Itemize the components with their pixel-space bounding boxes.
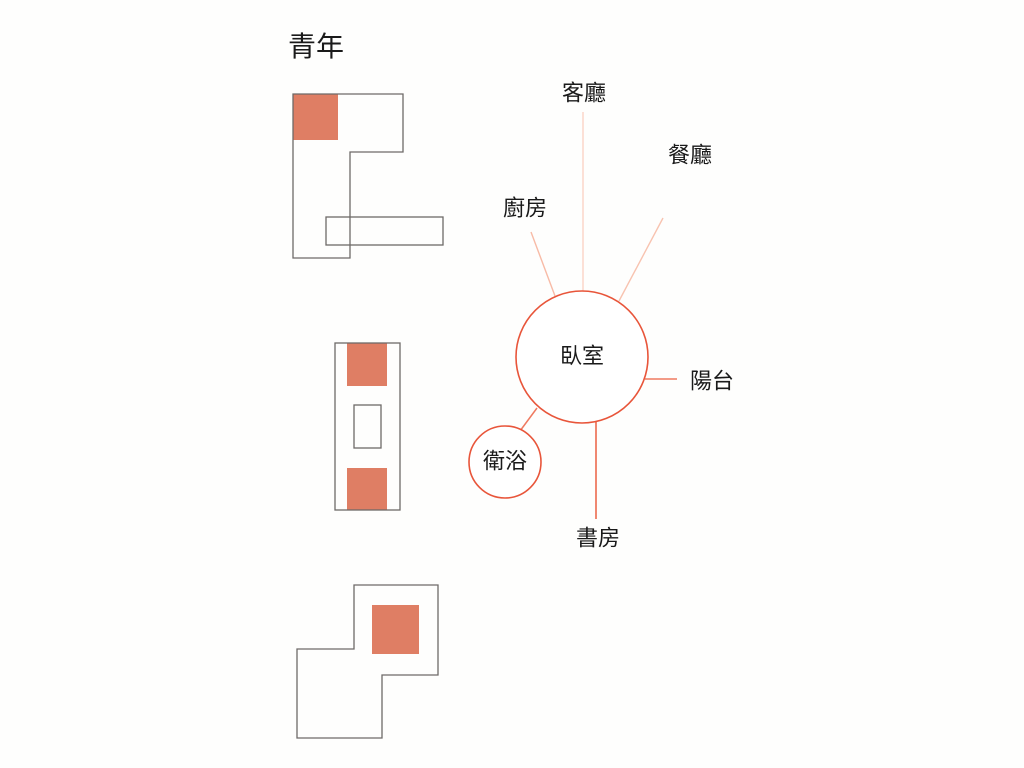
bedroom-node xyxy=(515,290,649,424)
bathroom-node xyxy=(468,425,542,499)
highlight-block-bottom xyxy=(347,468,387,510)
floor-plan-l-shape xyxy=(292,93,444,259)
plan-inner-rect xyxy=(325,216,444,246)
highlight-block xyxy=(293,94,338,140)
kitchen-label: 廚房 xyxy=(503,197,547,222)
floor-plan-stepped xyxy=(296,584,439,739)
plan-inner-rect xyxy=(353,404,382,449)
highlight-block xyxy=(372,605,419,654)
study-label: 書房 xyxy=(576,527,620,552)
plan-outline xyxy=(292,93,404,259)
bathroom-label: 衛浴 xyxy=(483,450,527,475)
link-bathroom xyxy=(519,407,538,432)
link-kitchen xyxy=(530,231,556,297)
plan-outline xyxy=(296,584,439,739)
diagram-title: 青年 xyxy=(288,30,344,63)
plan-outline xyxy=(334,342,401,511)
highlight-block-top xyxy=(347,343,387,386)
living-room-label: 客廳 xyxy=(562,82,606,107)
balcony-label: 陽台 xyxy=(690,370,734,395)
dining-room-label: 餐廳 xyxy=(668,144,712,169)
link-dining-room xyxy=(618,217,664,302)
bedroom-label: 臥室 xyxy=(560,345,604,370)
floor-plan-corridor xyxy=(334,342,401,511)
